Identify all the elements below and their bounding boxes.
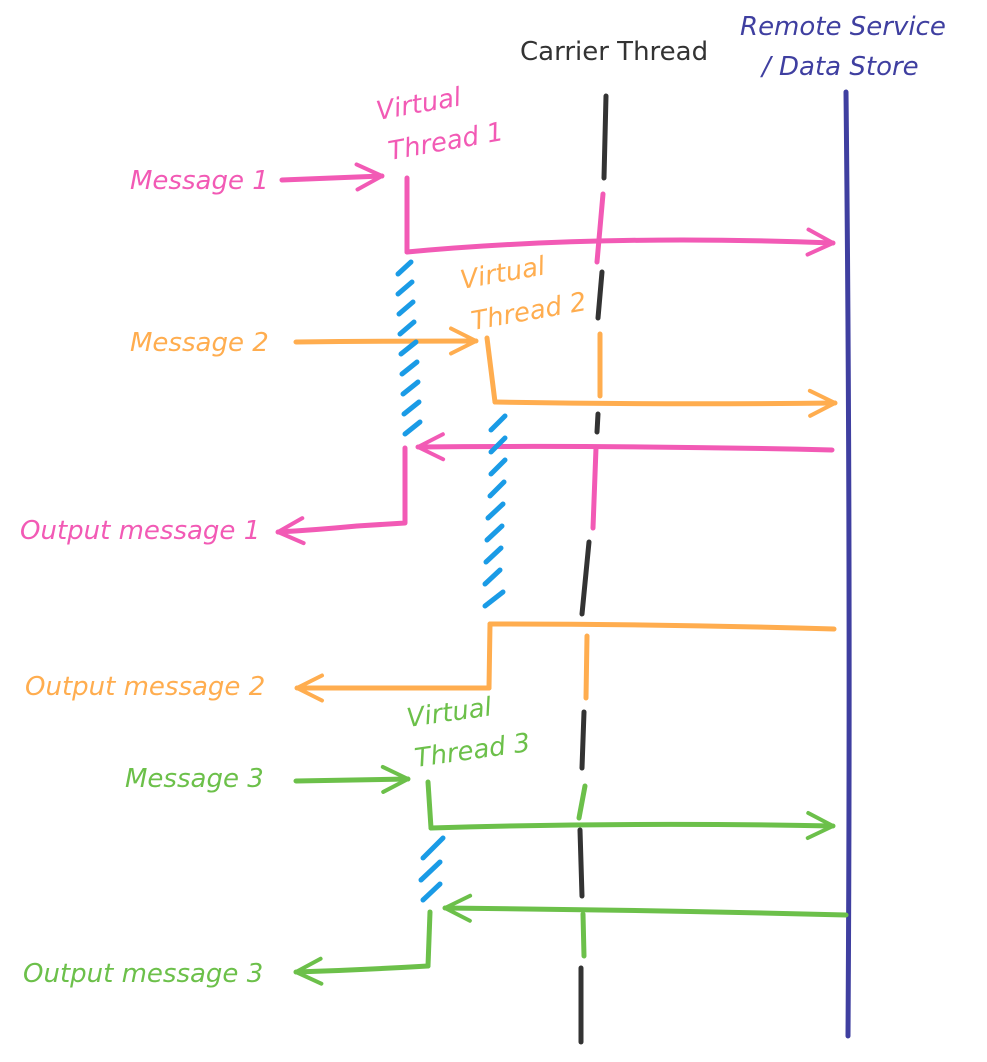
output-message-3-arrow	[293, 956, 431, 986]
vt1-waiting-hatch	[395, 259, 423, 437]
vt1-response-arrow	[415, 432, 835, 462]
carrier-thread-lifeline	[576, 93, 609, 1045]
message-3-label: Message 3	[125, 764, 264, 794]
vt2-waiting-hatch	[482, 413, 508, 609]
virtual-thread-1-label-line1: Virtual	[374, 82, 464, 127]
vt2-request-arrow	[492, 388, 838, 418]
virtual-thread-3-flow	[293, 764, 849, 986]
message-2-label: Message 2	[130, 328, 269, 358]
vt2-response-arrow	[487, 621, 837, 632]
vt3-request-arrow	[428, 811, 836, 841]
carrier-thread-header: Carrier Thread	[520, 37, 708, 67]
output-message-2-label: Output message 2	[25, 672, 265, 702]
remote-service-header-line1: Remote Service	[740, 12, 946, 42]
message-1-label: Message 1	[130, 166, 269, 196]
vt3-response-arrow	[442, 893, 849, 923]
message-1-arrow	[279, 162, 385, 192]
output-message-3-label: Output message 3	[23, 959, 263, 989]
vt3-waiting-hatch	[418, 835, 446, 903]
virtual-thread-2-flow	[293, 326, 838, 703]
virtual-thread-1-flow	[275, 162, 836, 546]
virtual-thread-3-label-line2: Thread 3	[413, 728, 532, 774]
message-3-arrow	[293, 764, 411, 794]
output-message-1-label: Output message 1	[20, 516, 260, 546]
virtual-thread-2-label-line2: Thread 2	[469, 287, 589, 337]
remote-service-lifeline	[843, 89, 852, 1039]
virtual-thread-2-label-line1: Virtual	[458, 251, 548, 296]
remote-service-header-line2: / Data Store	[760, 52, 919, 82]
vt1-request-arrow	[404, 227, 836, 257]
virtual-thread-1-label-line2: Thread 1	[386, 117, 506, 167]
message-2-arrow	[293, 326, 479, 356]
output-message-1-arrow	[275, 516, 360, 546]
virtual-thread-3-label-line1: Virtual	[405, 692, 495, 734]
